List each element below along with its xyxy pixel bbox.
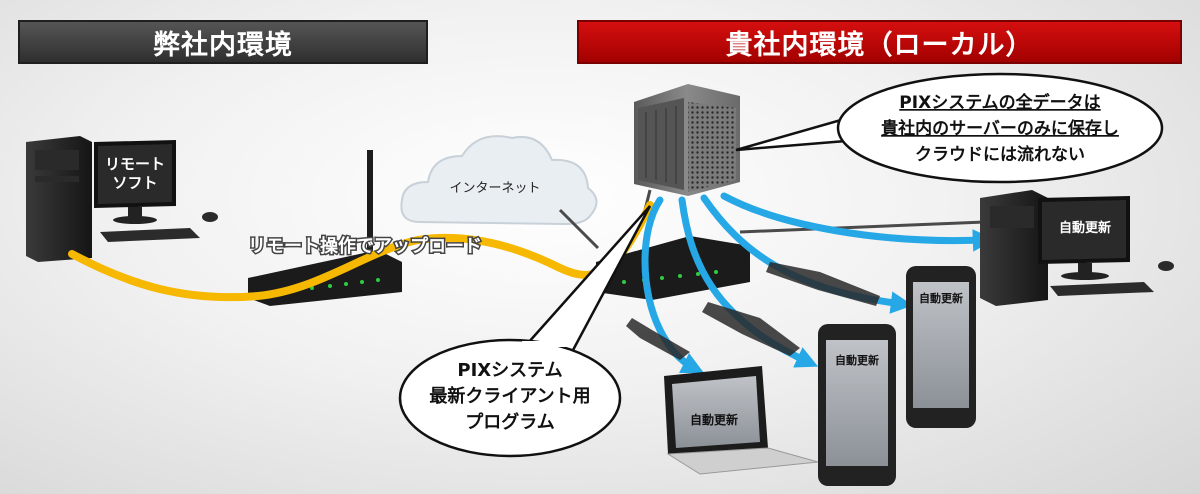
auto-update-label-phone-right: 自動更新 [919,291,963,305]
right-pc: 自動更新 [980,190,1174,306]
remote-soft-label-1: リモート [105,155,165,173]
client-note-line-1: PIXシステム [457,360,562,381]
upload-path [68,201,654,302]
monitor-base [1061,272,1109,280]
server [634,84,740,196]
keyboard [1050,282,1154,296]
left-pc: リモート ソフト [26,136,218,262]
server-grille [688,102,736,192]
drive-bay [990,206,1034,228]
monitor-screen [98,144,172,204]
monitor-screen [1042,200,1126,260]
monitor-stand [128,207,142,219]
internet-label: インターネット [449,181,540,196]
keyboard [100,228,200,242]
arrow-shadows [626,262,880,360]
server-front [638,98,684,190]
mouse [202,212,218,222]
router-antenna [367,150,373,260]
remote-upload-label: リモート操作でアップロード [248,235,482,257]
server-note-line-2: 貴社内のサーバーのみに保存し [881,118,1119,139]
left-router [248,150,402,306]
callout-client-program: PIXシステム 最新クライアント用 プログラム [398,205,652,458]
phone-screen [826,340,888,466]
client-note-line-2: 最新クライアント用 [429,385,590,407]
drive-bay [35,150,79,170]
client-note-line-3: プログラム [465,411,554,433]
laptop-keyboard [666,447,819,475]
laptop: 自動更新 [664,366,819,475]
server-note-line-1: PIXシステムの全データは [899,92,1100,113]
auto-update-label-laptop: 自動更新 [690,412,738,427]
callout-server-note: PIXシステムの全データは 貴社内のサーバーのみに保存し クラウドには流れない [735,72,1164,184]
smartphone-center: 自動更新 [818,324,896,486]
header-our-environment: 弊社内環境 [18,20,428,64]
mouse [1158,261,1174,271]
header-your-environment: 貴社内環境（ローカル） [577,20,1182,64]
phone-screen [913,282,969,408]
laptop-screen [672,376,760,448]
server-note-line-3: クラウドには流れない [915,144,1085,165]
remote-soft-label-2: ソフト [112,174,157,192]
monitor-stand [1078,263,1092,275]
drive-bay [35,176,79,182]
auto-update-label-phone-center: 自動更新 [835,353,879,367]
smartphone-right: 自動更新 [906,266,976,428]
auto-update-label-pc: 自動更新 [1059,220,1111,236]
internet-cloud: インターネット [400,135,598,226]
monitor-base [113,216,157,224]
